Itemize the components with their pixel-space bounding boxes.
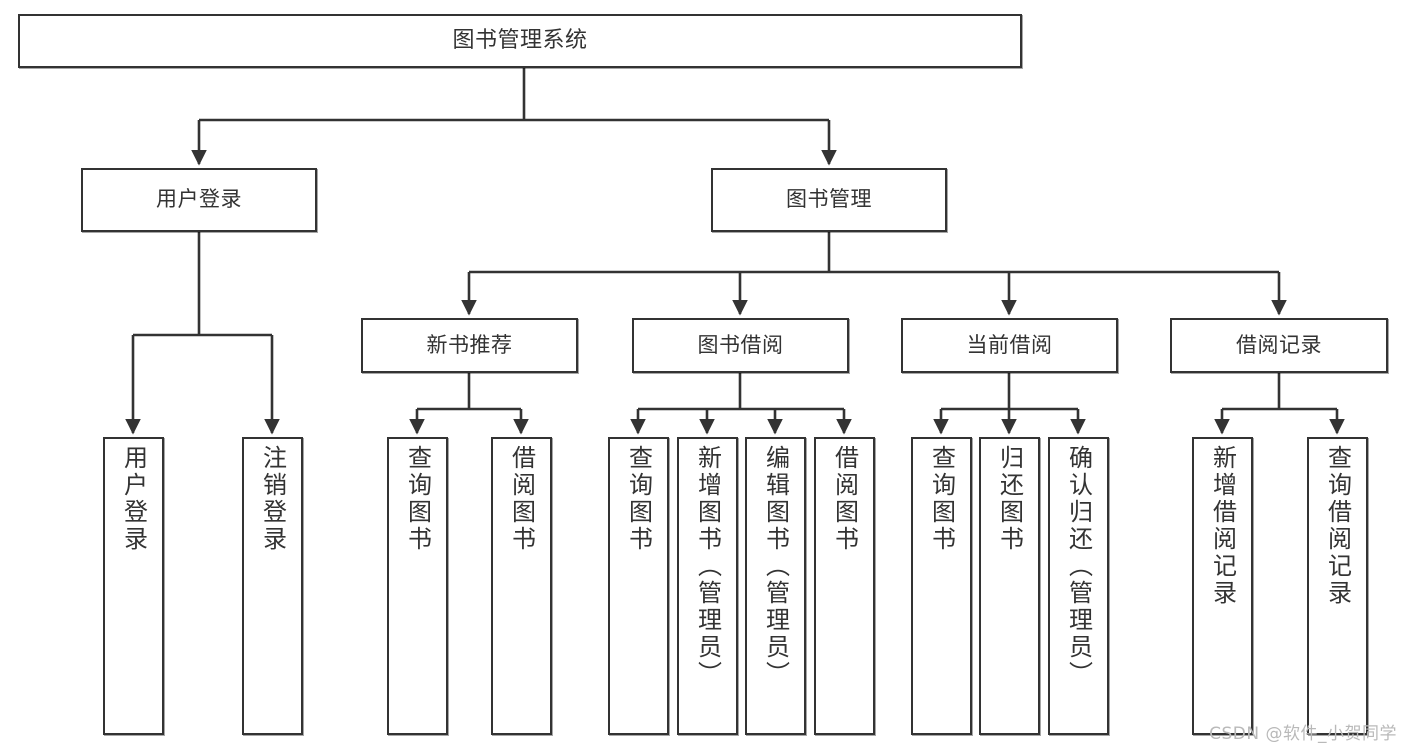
- node-label: 借阅记录: [1236, 332, 1322, 357]
- leaf-query-book-newbook[interactable]: 查询图书: [387, 437, 448, 735]
- node-label: 新增借阅记录: [1208, 445, 1237, 607]
- leaf-logout[interactable]: 注销登录: [242, 437, 303, 735]
- node-label: 查询图书: [403, 445, 432, 553]
- node-label: 用户登录: [156, 187, 242, 212]
- node-new-book-recommend[interactable]: 新书推荐: [361, 318, 578, 373]
- node-label: 编辑图书（管理员）: [761, 445, 790, 688]
- leaf-edit-book-admin[interactable]: 编辑图书（管理员）: [745, 437, 806, 735]
- node-label: 图书管理: [786, 187, 872, 212]
- leaf-return-book[interactable]: 归还图书: [979, 437, 1040, 735]
- node-book-borrow[interactable]: 图书借阅: [632, 318, 849, 373]
- node-label: 借阅图书: [507, 445, 536, 553]
- node-label: 图书借阅: [697, 332, 784, 357]
- node-label: 用户登录: [119, 445, 148, 553]
- node-label: 归还图书: [995, 445, 1024, 553]
- node-label: 确认归还（管理员）: [1064, 445, 1093, 688]
- leaf-query-borrow-record[interactable]: 查询借阅记录: [1307, 437, 1368, 735]
- leaf-borrow-book[interactable]: 借阅图书: [814, 437, 875, 735]
- node-label: 新书推荐: [426, 332, 513, 357]
- node-label: 注销登录: [258, 445, 287, 553]
- node-label: 新增图书（管理员）: [693, 445, 722, 688]
- node-label: 当前借阅: [966, 332, 1053, 357]
- leaf-add-borrow-record[interactable]: 新增借阅记录: [1192, 437, 1253, 735]
- node-book-management[interactable]: 图书管理: [711, 168, 947, 232]
- node-label: 图书管理系统: [452, 27, 588, 53]
- leaf-query-book-current[interactable]: 查询图书: [911, 437, 972, 735]
- node-label: 借阅图书: [830, 445, 859, 553]
- node-label: 查询图书: [624, 445, 653, 553]
- watermark-text: CSDN @软件_小贺同学: [1209, 724, 1397, 744]
- leaf-user-login[interactable]: 用户登录: [103, 437, 164, 735]
- node-user-login[interactable]: 用户登录: [81, 168, 317, 232]
- node-borrow-record[interactable]: 借阅记录: [1170, 318, 1388, 373]
- leaf-borrow-book-newbook[interactable]: 借阅图书: [491, 437, 552, 735]
- node-label: 查询借阅记录: [1323, 445, 1352, 607]
- node-label: 查询图书: [927, 445, 956, 553]
- node-current-borrow[interactable]: 当前借阅: [901, 318, 1118, 373]
- leaf-add-book-admin[interactable]: 新增图书（管理员）: [677, 437, 738, 735]
- leaf-confirm-return-admin[interactable]: 确认归还（管理员）: [1048, 437, 1109, 735]
- leaf-query-book-borrow[interactable]: 查询图书: [608, 437, 669, 735]
- node-root-system[interactable]: 图书管理系统: [18, 14, 1022, 68]
